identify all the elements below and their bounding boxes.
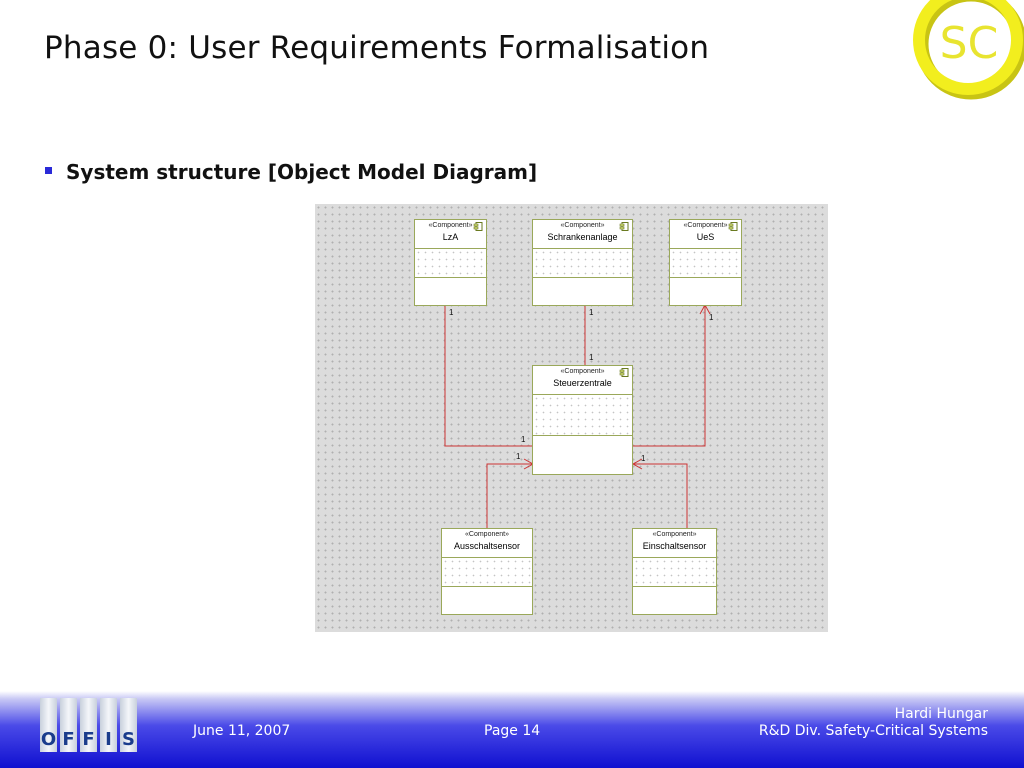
arrow-einschaltsensor — [631, 458, 643, 470]
multiplicity-label: 1 — [449, 308, 454, 317]
link-ausschaltsensor — [486, 463, 533, 529]
component-name: Einschaltsensor — [642, 541, 707, 551]
offis-logo-letter: F — [62, 729, 75, 750]
component-attributes-section — [442, 558, 532, 587]
offis-logo: O F F I S — [40, 698, 137, 752]
link-ues — [633, 305, 706, 447]
footer-division: R&D Div. Safety-Critical Systems — [758, 723, 988, 739]
offis-logo-bar: F — [60, 698, 77, 752]
component-attributes-section — [670, 249, 741, 278]
multiplicity-label: 1 — [589, 308, 594, 317]
sc-logo: SC — [913, 0, 1024, 100]
link-lza — [444, 305, 533, 447]
component-attributes-section — [633, 558, 716, 587]
component-name: LzA — [442, 232, 459, 242]
component-attributes-section — [533, 395, 632, 436]
offis-logo-letter: I — [105, 729, 112, 750]
component-icon — [728, 222, 738, 231]
component-name: Schrankenanlage — [547, 232, 618, 242]
offis-logo-bar: O — [40, 698, 57, 752]
multiplicity-label: 1 — [641, 454, 646, 463]
offis-logo-bar: I — [100, 698, 117, 752]
component-stereotype: «Component» — [465, 531, 509, 538]
offis-logo-letter: S — [122, 729, 135, 750]
component-einschaltsensor[interactable]: «Component» Einschaltsensor — [632, 528, 717, 615]
component-stereotype: «Component» — [560, 222, 605, 229]
component-ausschaltsensor[interactable]: «Component» Ausschaltsensor — [441, 528, 533, 615]
multiplicity-label: 1 — [709, 313, 714, 322]
component-attributes-section — [415, 249, 486, 278]
component-attributes-section — [533, 249, 632, 278]
object-model-diagram: 1 1 1 1 1 1 1 1 «Component» LzA «Compone… — [315, 204, 828, 632]
offis-logo-letter: O — [40, 729, 57, 750]
component-name: UeS — [696, 232, 715, 242]
footer-band — [0, 691, 1024, 768]
multiplicity-label: 1 — [516, 452, 521, 461]
offis-logo-bar: S — [120, 698, 137, 752]
slide-title: Phase 0: User Requirements Formalisation — [44, 30, 710, 66]
offis-logo-letter: F — [82, 729, 95, 750]
footer-date: June 11, 2007 — [193, 723, 291, 739]
component-lza[interactable]: «Component» LzA — [414, 219, 487, 306]
link-einschaltsensor — [633, 463, 688, 529]
component-stereotype: «Component» — [560, 368, 605, 375]
footer-author: Hardi Hungar — [894, 706, 988, 722]
bullet-text: System structure [Object Model Diagram] — [66, 160, 538, 184]
component-name: Ausschaltsensor — [453, 541, 521, 551]
component-schrankenanlage[interactable]: «Component» Schrankenanlage — [532, 219, 633, 306]
multiplicity-label: 1 — [521, 435, 526, 444]
component-icon — [619, 222, 629, 231]
footer-page-number: Page 14 — [484, 723, 541, 739]
component-icon — [619, 368, 629, 377]
association-links — [444, 303, 711, 529]
component-ues[interactable]: «Component» UeS — [669, 219, 742, 306]
component-stereotype: «Component» — [683, 222, 728, 229]
offis-logo-bar: F — [80, 698, 97, 752]
component-steuerzentrale[interactable]: «Component» Steuerzentrale — [532, 365, 633, 475]
multiplicity-label: 1 — [589, 353, 594, 362]
sc-logo-text: SC — [940, 18, 999, 69]
bullet-marker — [45, 167, 52, 174]
component-name: Steuerzentrale — [553, 378, 612, 388]
component-stereotype: «Component» — [428, 222, 473, 229]
component-stereotype: «Component» — [652, 531, 697, 538]
component-icon — [473, 222, 483, 231]
